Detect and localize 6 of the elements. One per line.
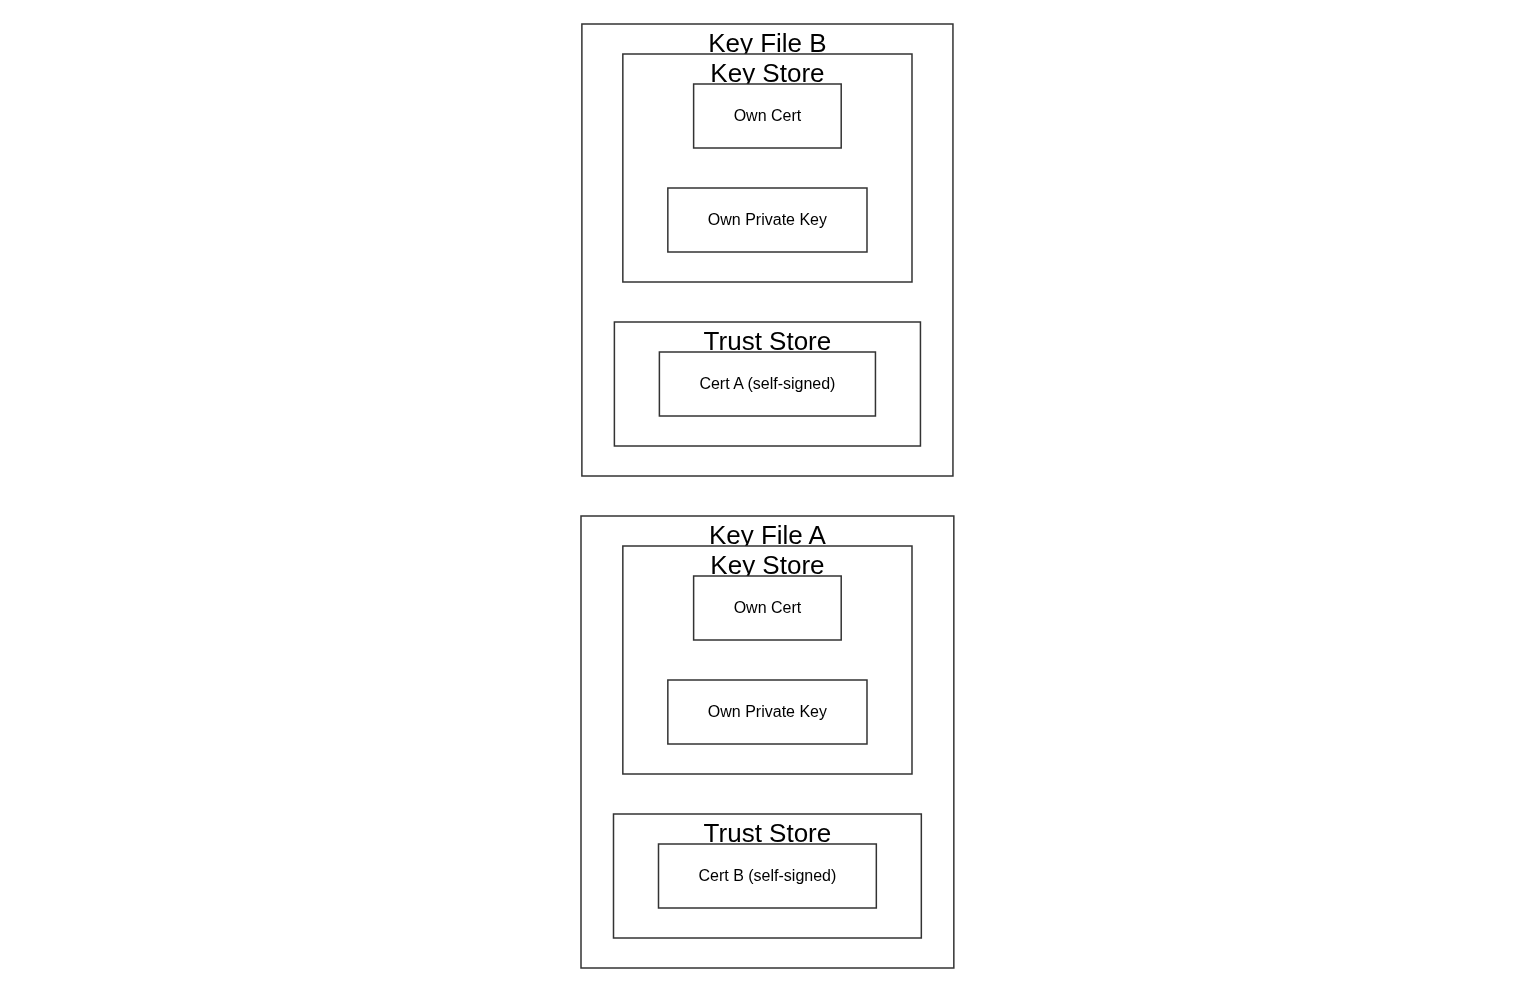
node-box: Cert B (self-signed) [657, 843, 878, 909]
node-box: Own Private Key [667, 187, 868, 253]
node-box: Cert A (self-signed) [658, 351, 877, 417]
node-box: Own Cert [692, 575, 843, 641]
node-box: Own Cert [692, 83, 843, 149]
node-box: Own Private Key [667, 679, 868, 745]
